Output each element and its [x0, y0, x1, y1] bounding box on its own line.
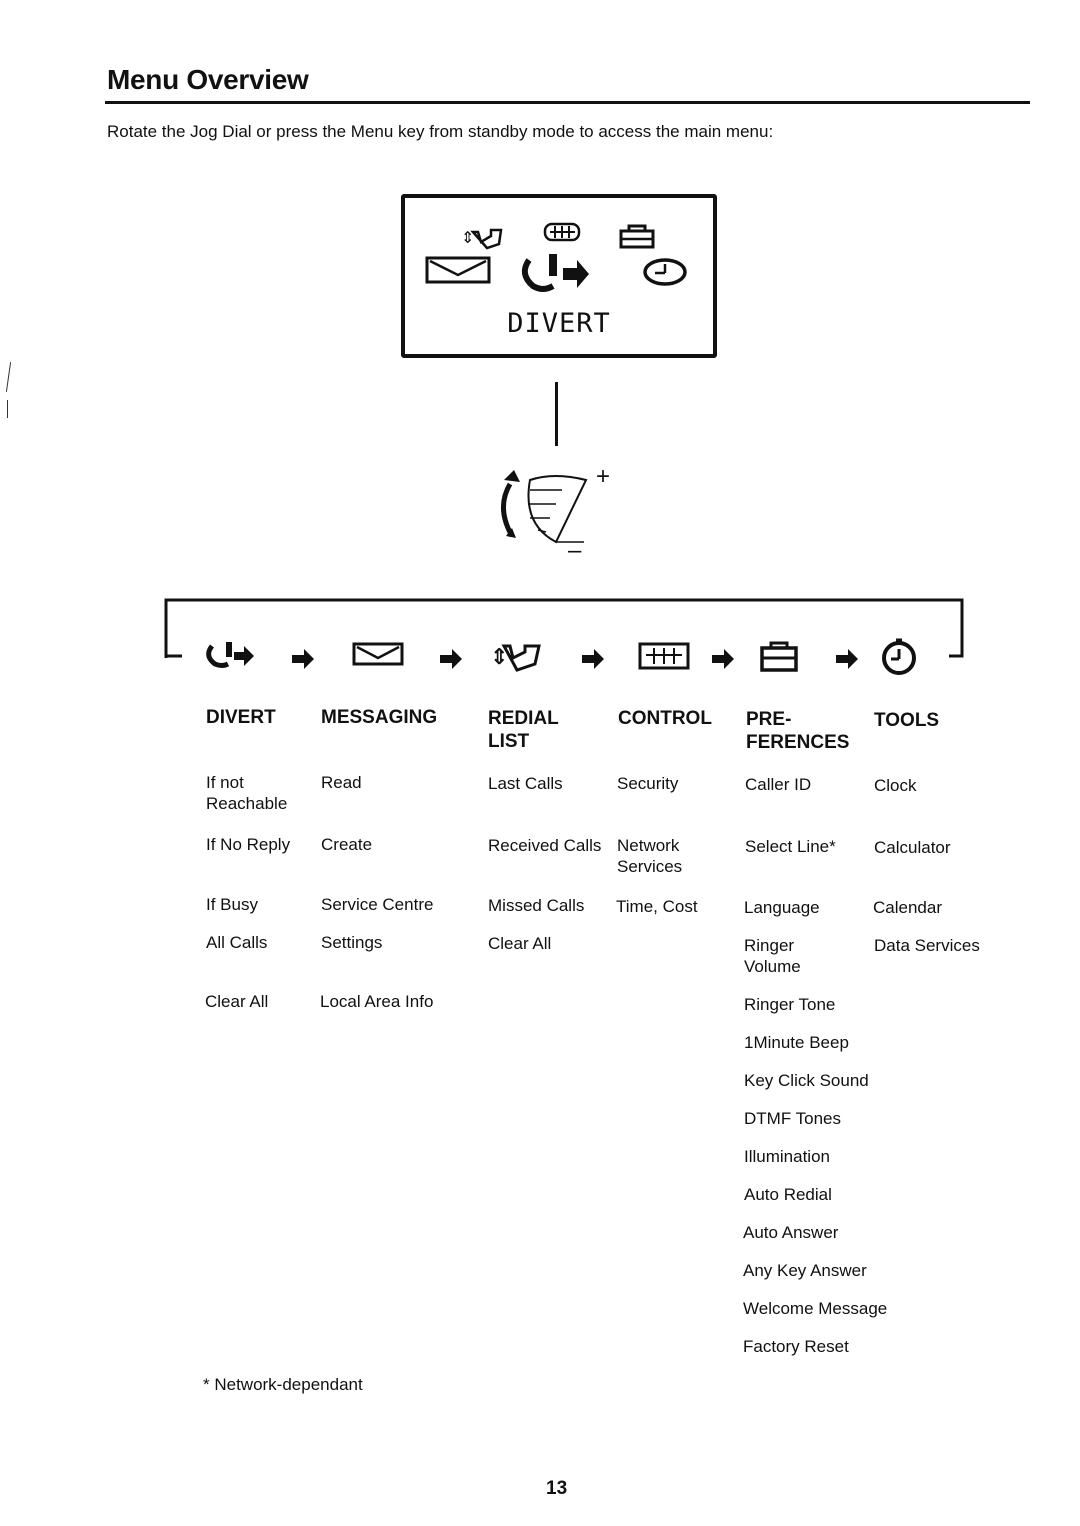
preferences-icon	[619, 224, 655, 249]
intro-text: Rotate the Jog Dial or press the Menu ke…	[107, 122, 774, 141]
list-item: If Busy	[206, 895, 258, 914]
list-item: Language	[744, 898, 820, 917]
list-item: Service Centre	[321, 895, 434, 914]
list-item: Security	[617, 774, 679, 793]
list-item: Illumination	[744, 1147, 830, 1166]
list-item: Ringer Volume	[744, 936, 801, 976]
list-item: Caller ID	[745, 775, 812, 794]
list-item: Missed Calls	[488, 896, 585, 915]
list-item: Received Calls	[488, 836, 602, 855]
menu-cycle-diagram: ⇕	[164, 598, 964, 675]
list-item: All Calls	[206, 933, 268, 952]
display-label: DIVERT	[507, 308, 611, 339]
heading-tools: TOOLS	[874, 710, 940, 731]
arrow-icon	[712, 649, 734, 669]
scan-mark	[7, 400, 8, 418]
heading-divert: DIVERT	[206, 707, 276, 728]
heading-preferences: PRE- FERENCES	[746, 709, 850, 753]
list-item: Settings	[321, 933, 383, 952]
footnote: * Network-dependant	[203, 1375, 363, 1394]
tools-icon	[643, 258, 687, 286]
list-item: Welcome Message	[743, 1299, 888, 1318]
list-item: Ringer Tone	[744, 995, 836, 1014]
list-item: Last Calls	[488, 774, 563, 793]
control-icon	[638, 642, 690, 670]
connector-line	[555, 382, 558, 446]
list-item: Read	[321, 773, 362, 792]
preferences-icon	[760, 641, 798, 672]
tools-icon	[882, 638, 916, 675]
list-item: DTMF Tones	[744, 1109, 841, 1128]
list-item: Data Services	[874, 936, 980, 955]
arrow-icon	[292, 649, 314, 669]
list-item: Auto Redial	[744, 1185, 832, 1204]
list-item: Network Services	[617, 836, 683, 876]
list-item: Any Key Answer	[743, 1261, 867, 1280]
heading-redial-list: REDIAL LIST	[488, 708, 559, 752]
list-item: Create	[321, 835, 373, 854]
heading-messaging: MESSAGING	[321, 707, 438, 728]
redial-list-icon: ⇕	[461, 228, 503, 250]
list-item: Select Line*	[745, 837, 836, 856]
messaging-icon	[425, 256, 491, 284]
list-item: Factory Reset	[743, 1337, 849, 1356]
list-item: Clear All	[205, 992, 269, 1011]
list-item: Time, Cost	[616, 897, 698, 916]
list-item: 1Minute Beep	[744, 1033, 849, 1052]
list-item: If No Reply	[206, 835, 291, 854]
arrow-icon	[440, 649, 462, 669]
jog-minus-label: –	[568, 537, 582, 564]
list-item: Key Click Sound	[744, 1071, 869, 1090]
redial-list-icon: ⇕	[490, 644, 541, 672]
list-item: If not Reachable	[206, 773, 288, 813]
list-item: Calculator	[874, 838, 951, 857]
jog-plus-label: +	[596, 463, 610, 490]
page-title: Menu Overview	[107, 64, 309, 95]
divert-icon	[206, 642, 254, 668]
phone-display: ⇕	[401, 194, 717, 358]
page-number: 13	[546, 1478, 568, 1499]
arrow-icon	[582, 649, 604, 669]
arrow-icon	[836, 649, 858, 669]
svg-text:⇕: ⇕	[461, 228, 474, 247]
list-item: Clear All	[488, 934, 552, 953]
divert-icon	[521, 254, 589, 292]
list-item: Auto Answer	[743, 1223, 839, 1242]
jog-dial-diagram: + –	[492, 460, 622, 575]
scan-mark	[5, 362, 12, 392]
list-item: Clock	[874, 776, 917, 795]
control-icon	[543, 222, 581, 242]
jog-dial-icon	[501, 470, 588, 544]
list-item: Local Area Info	[320, 992, 434, 1011]
title-rule	[105, 101, 1030, 104]
list-item: Calendar	[873, 898, 942, 917]
svg-text:⇕: ⇕	[490, 645, 508, 670]
messaging-icon	[352, 642, 404, 666]
heading-control: CONTROL	[618, 708, 712, 729]
